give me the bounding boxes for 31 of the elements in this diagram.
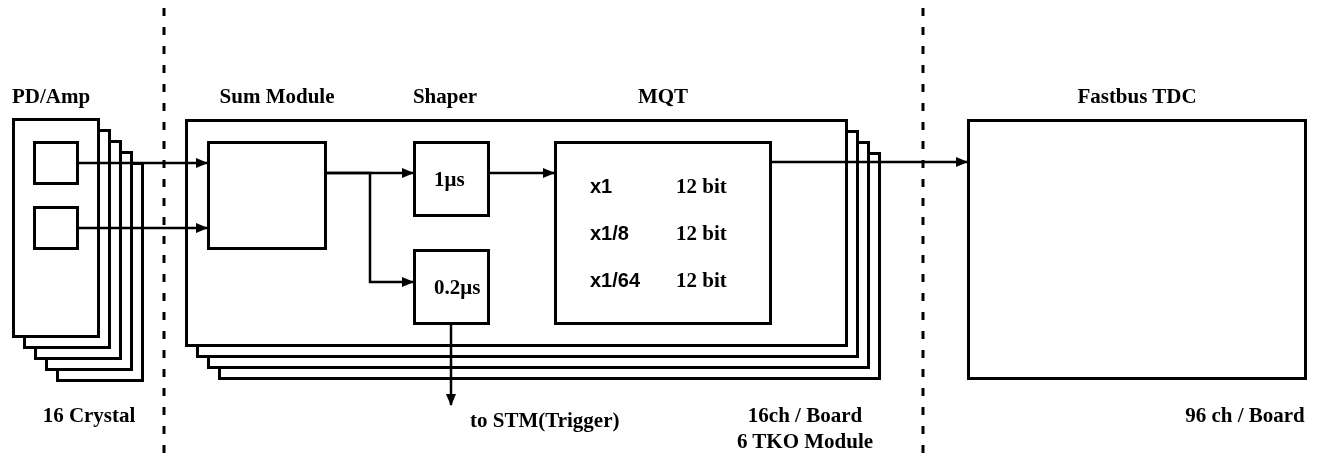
signal-arrow	[327, 171, 414, 287]
module-box	[185, 119, 848, 347]
shaper-box	[413, 249, 490, 325]
shaping-time: 1μs	[434, 166, 465, 192]
channel-note: 96 ch / Board	[1185, 402, 1305, 428]
adc-box	[554, 141, 772, 325]
bit-depth: 12 bit	[676, 220, 728, 246]
column-heading: Shaper	[412, 83, 478, 109]
module-box	[33, 206, 79, 250]
section-heading: Fastbus TDC	[1076, 83, 1198, 109]
signal-arrow	[79, 223, 208, 233]
column-heading: MQT	[637, 83, 689, 109]
signal-arrow	[772, 157, 968, 167]
module-box	[207, 141, 327, 250]
bit-depth: 12 bit	[676, 267, 728, 293]
bit-depth: 12 bit	[676, 173, 728, 199]
channel-note: 6 TKO Module	[736, 428, 874, 454]
gain-factor: x1/8	[590, 221, 630, 246]
channel-note: 16ch / Board	[747, 402, 863, 428]
column-heading: Sum Module	[219, 83, 335, 109]
shaper-box	[413, 141, 490, 217]
channel-note: 16 Crystal	[42, 402, 136, 428]
section-heading: PD/Amp	[12, 83, 92, 109]
module-box	[33, 141, 79, 185]
output-label: to STM(Trigger)	[470, 407, 620, 433]
gain-factor: x1	[590, 174, 614, 199]
signal-arrow	[79, 158, 208, 168]
gain-factor: x1/64	[590, 268, 642, 293]
signal-arrow	[490, 168, 555, 178]
signal-arrow	[446, 325, 456, 406]
shaping-time: 0.2μs	[434, 274, 481, 300]
